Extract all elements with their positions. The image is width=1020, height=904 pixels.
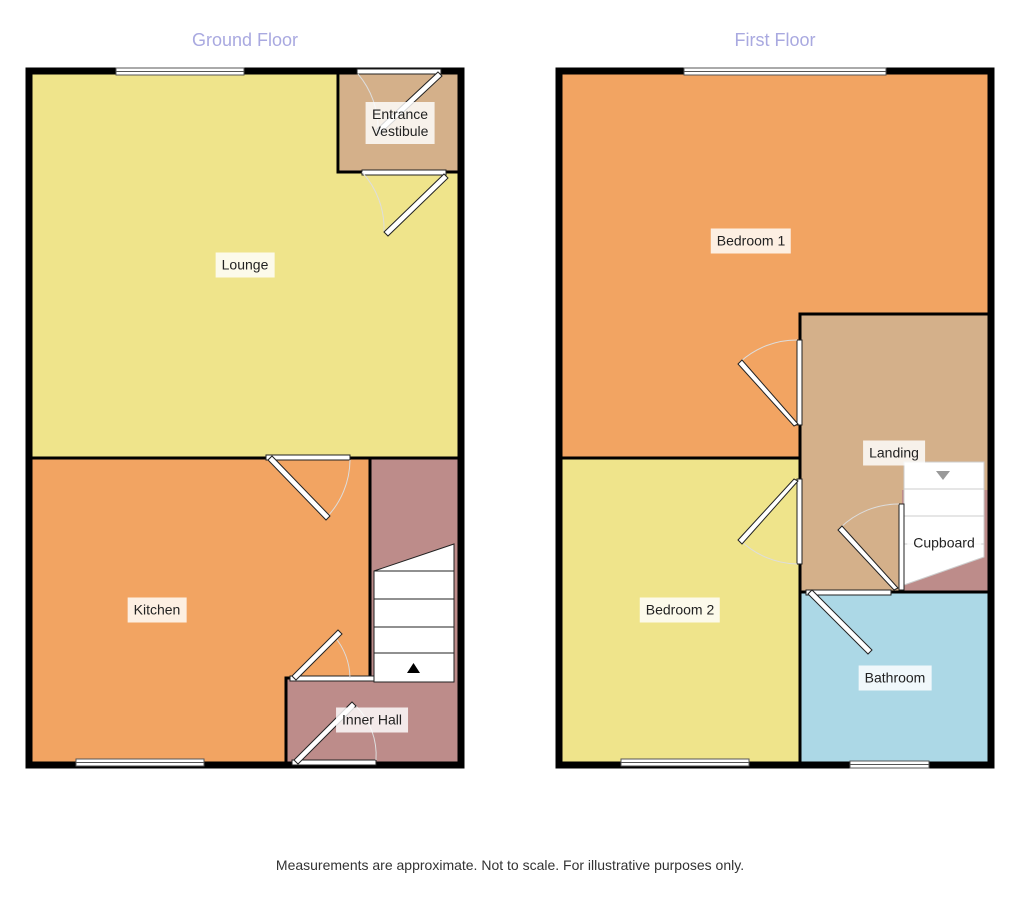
first-floor-title: First Floor: [734, 30, 816, 50]
disclaimer-footer: Measurements are approximate. Not to sca…: [275, 857, 745, 873]
ground-floor-plan: [25, 67, 465, 769]
room-label-bedroom-1: Bedroom 1: [710, 228, 792, 254]
ground-outer-walls: [25, 67, 465, 769]
stair-down-arrow-icon: [936, 471, 950, 480]
room-label-inner-hall: Inner Hall: [336, 707, 408, 733]
window: [75, 67, 245, 767]
ground-floor-title: Ground Floor: [191, 30, 299, 50]
room-label-bedroom-2: Bedroom 2: [639, 597, 721, 623]
stair-up-arrow-icon: [407, 663, 420, 673]
door: [737, 339, 905, 655]
room-label-landing: Landing: [863, 440, 925, 466]
staircase: [373, 543, 455, 683]
entrance-label-line-1: Entrance: [371, 106, 429, 122]
room-label-bathroom: Bathroom: [858, 665, 932, 691]
room-label-kitchen: Kitchen: [127, 597, 187, 623]
window: [620, 67, 930, 769]
first-floor-plan: [555, 67, 995, 769]
entrance-label-line-2: Vestibule: [371, 123, 429, 139]
room-label-lounge: Lounge: [215, 252, 275, 278]
room-label-entrance-vestibule: Entrance Vestibule: [365, 102, 435, 144]
room-label-cupboard: Cupboard: [907, 530, 981, 556]
